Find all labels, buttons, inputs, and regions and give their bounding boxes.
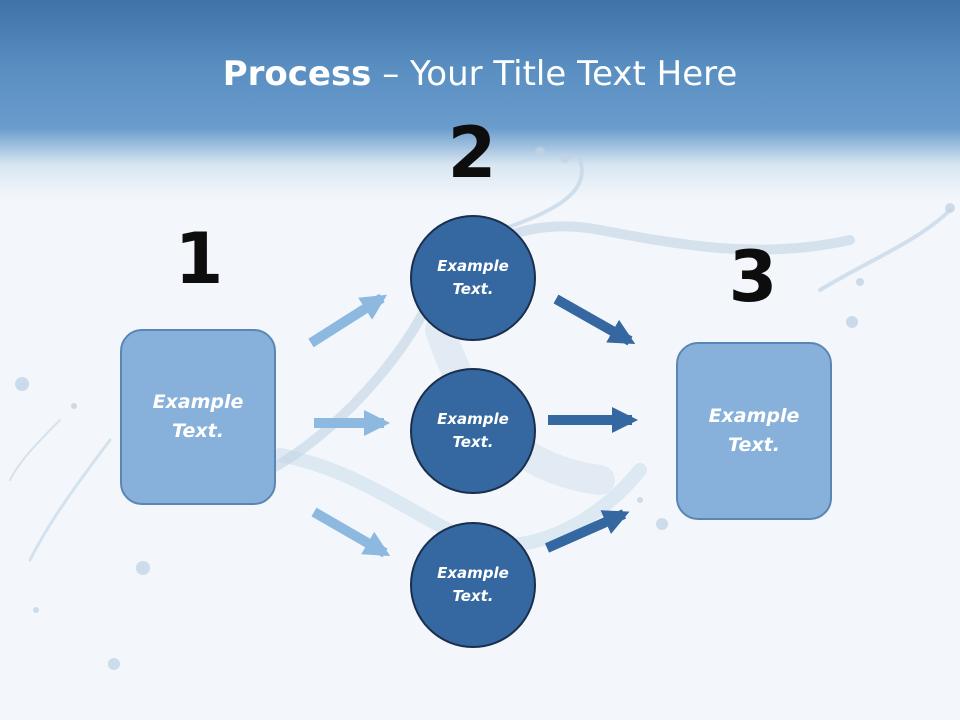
arrow-1-to-top: [308, 293, 388, 348]
step-3-text-line1: Example: [708, 405, 800, 427]
step-number-1: 1: [174, 218, 224, 300]
title-rest: – Your Title Text Here: [371, 54, 738, 94]
step-number-2: 2: [447, 112, 497, 194]
circle-middle-text-line2: Text.: [452, 433, 494, 451]
circle-middle-text-line1: Example: [437, 410, 509, 428]
step-3-text-line2: Text.: [728, 434, 780, 456]
step-2-circle-middle: Example Text.: [410, 368, 536, 494]
step-1-box: Example Text.: [120, 329, 276, 505]
step-2-circle-top: Example Text.: [410, 215, 536, 341]
arrow-bottom-to-3: [544, 509, 630, 553]
step-1-text-line1: Example: [152, 391, 244, 413]
step-2-circle-bottom: Example Text.: [410, 522, 536, 648]
arrow-1-to-bottom: [311, 507, 391, 558]
circle-bottom-text-line1: Example: [437, 564, 509, 582]
step-1-text-line2: Text.: [172, 420, 224, 442]
circle-bottom-text-line2: Text.: [452, 587, 494, 605]
circle-top-text-line1: Example: [437, 257, 509, 275]
circle-top-text-line2: Text.: [452, 280, 494, 298]
title-bold: Process: [222, 54, 372, 94]
header-band: [0, 0, 960, 200]
step-3-box: Example Text.: [676, 342, 832, 520]
arrow-top-to-3: [553, 294, 636, 346]
slide-title: Process – Your Title Text Here: [0, 52, 960, 96]
step-number-3: 3: [728, 236, 778, 318]
